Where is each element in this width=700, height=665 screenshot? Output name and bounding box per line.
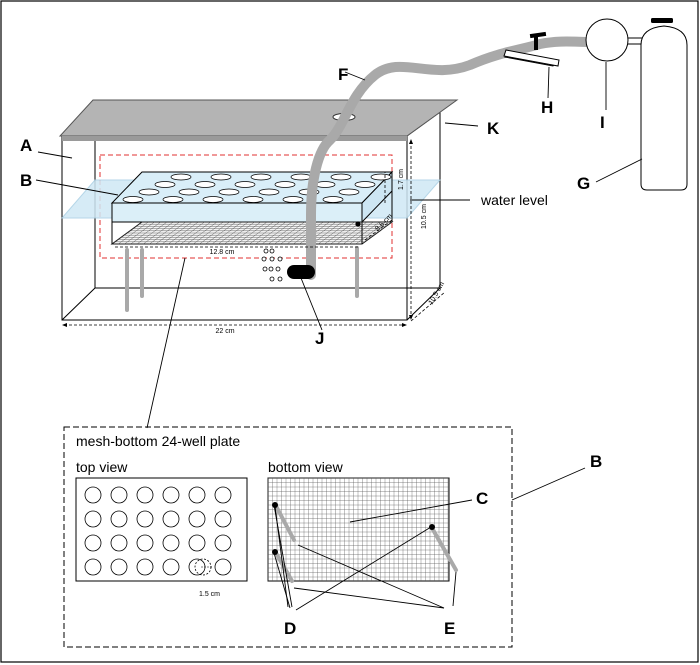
label-G: G bbox=[577, 174, 590, 193]
tank-wells bbox=[122, 173, 392, 203]
bottom-view-mesh bbox=[267, 477, 449, 581]
well bbox=[214, 558, 232, 576]
label-I: I bbox=[600, 113, 605, 132]
plate-legs bbox=[125, 243, 359, 312]
label-B-inset: B bbox=[590, 452, 602, 471]
well bbox=[162, 558, 180, 576]
label-D: D bbox=[284, 619, 296, 638]
bottom-view-plate bbox=[267, 477, 450, 582]
air-tube bbox=[306, 36, 595, 280]
plate-in-tank bbox=[110, 170, 394, 245]
pump bbox=[585, 18, 629, 62]
well bbox=[188, 510, 206, 528]
well bbox=[110, 510, 128, 528]
top-view-label: top view bbox=[76, 459, 128, 475]
leader-lines bbox=[35, 62, 643, 429]
well bbox=[162, 534, 180, 552]
well bbox=[84, 510, 102, 528]
label-E: E bbox=[444, 619, 455, 638]
well bbox=[84, 486, 102, 504]
water-level-label: water level bbox=[480, 192, 548, 208]
bottom-view-label: bottom view bbox=[268, 459, 344, 475]
well bbox=[162, 510, 180, 528]
label-K: K bbox=[487, 119, 500, 138]
inset-box bbox=[63, 426, 513, 648]
label-H: H bbox=[541, 98, 553, 117]
well bbox=[136, 510, 154, 528]
top-view-wells bbox=[84, 486, 232, 576]
gas-cylinder bbox=[640, 25, 688, 191]
label-B: B bbox=[20, 171, 32, 190]
well bbox=[162, 486, 180, 504]
well-diameter-dim: 1.5 cm bbox=[199, 591, 220, 598]
air-bubbles bbox=[261, 248, 283, 282]
well bbox=[214, 534, 232, 552]
well bbox=[136, 534, 154, 552]
tank-width-dim: 22 cm bbox=[215, 328, 234, 335]
label-C: C bbox=[476, 489, 488, 508]
label-A: A bbox=[20, 136, 32, 155]
well bbox=[214, 486, 232, 504]
well bbox=[84, 534, 102, 552]
label-J: J bbox=[315, 329, 324, 348]
well bbox=[136, 486, 154, 504]
well bbox=[214, 510, 232, 528]
well bbox=[84, 558, 102, 576]
bottom-view-dots bbox=[272, 502, 435, 555]
tank-height-dim: 10.5 cm bbox=[421, 204, 428, 229]
well bbox=[136, 558, 154, 576]
tank-lid bbox=[58, 99, 459, 137]
inset-title: mesh-bottom 24-well plate bbox=[76, 433, 240, 449]
inset-leader-lines bbox=[273, 467, 586, 611]
plate-height-dim: 1.7 cm bbox=[398, 169, 405, 190]
bottom-view-legs bbox=[274, 504, 458, 583]
well bbox=[188, 486, 206, 504]
well bbox=[188, 534, 206, 552]
tank-plate-mesh bbox=[111, 221, 393, 245]
well bbox=[110, 558, 128, 576]
well bbox=[110, 534, 128, 552]
dimension-lines bbox=[64, 141, 446, 326]
plate-width-dim: 12.8 cm bbox=[210, 249, 235, 256]
air-stone bbox=[287, 265, 315, 279]
well bbox=[110, 486, 128, 504]
label-F: F bbox=[338, 65, 348, 84]
